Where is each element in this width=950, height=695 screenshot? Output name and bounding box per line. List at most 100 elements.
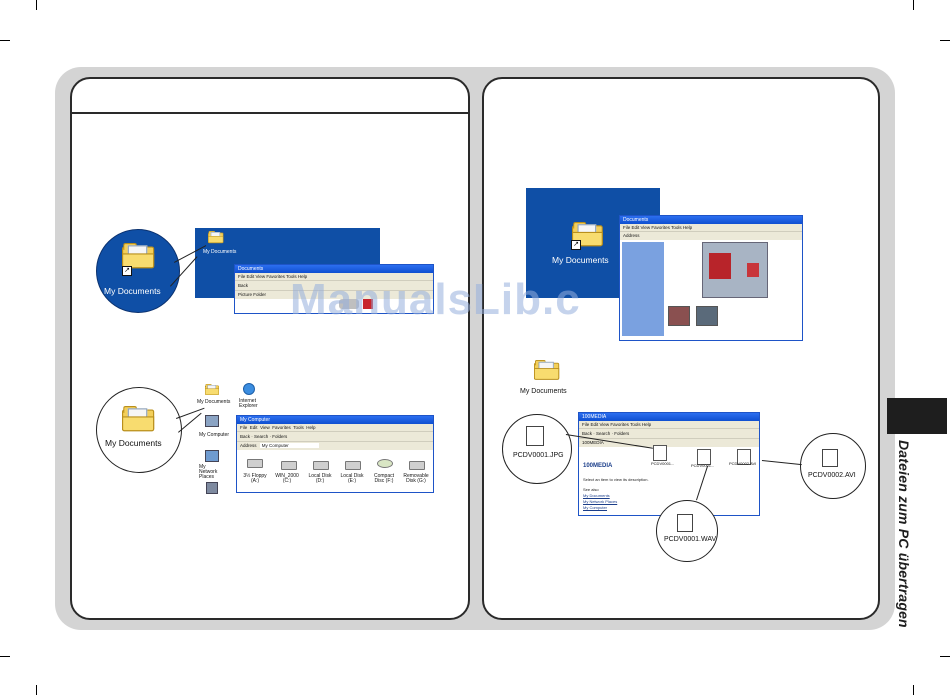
window-menu[interactable]: File Edit View Favorites Tools Help [237,424,433,431]
media-window: 100MEDIA File Edit View Favorites Tools … [578,412,760,516]
window-menu[interactable]: File Edit View Favorites Tools Help [620,224,802,231]
drive-label: Local Disk (D:) [308,473,332,484]
crop-mark [940,40,950,41]
my-documents-icon [122,406,155,432]
menu-edit[interactable]: Edit [249,425,258,430]
zoom-label: My Documents [105,438,162,448]
jpg-file-icon [526,426,544,446]
desktop-icon-label: Internet Explorer [239,398,258,409]
menu-view[interactable]: View [260,425,270,430]
thumbnail[interactable] [668,306,690,326]
hard-drive-icon[interactable] [313,461,329,470]
window-toolbar[interactable]: Back [235,280,433,290]
desktop-label: My Documents [552,255,609,265]
menu-help[interactable]: Help [306,425,316,430]
hard-drive-icon[interactable] [281,461,297,470]
watermark: ManualsLib.c [290,275,581,324]
drive-label: Compact Disc (F:) [373,473,394,484]
task-pane [622,242,664,336]
internet-explorer-icon [243,383,255,395]
window-title: My Computer [237,416,433,424]
window-title: Documents [620,216,802,224]
callout-circle [502,414,572,484]
floppy-drive-icon[interactable] [247,459,263,468]
my-computer-window: My Computer File Edit View Favorites Too… [236,415,434,493]
my-documents-icon [534,360,560,380]
window-toolbar[interactable]: Back · Search · Folders [237,431,433,441]
jpg-file-icon[interactable] [653,445,667,461]
sidebar-link-my-documents[interactable]: My Documents [583,493,610,498]
address-value[interactable]: My Computer [259,443,319,448]
drive-label: WIN_2000 (C:) [275,473,299,484]
window-menu[interactable]: File Edit View Favorites Tools Help [235,273,433,280]
shortcut-arrow-icon: ↗ [571,240,581,250]
sidebar-link-computer[interactable]: My Computer [583,505,608,510]
left-panel-header-rule [72,112,468,114]
my-documents-icon [122,243,155,269]
crop-mark [0,656,10,657]
avi-file-icon [822,449,838,467]
callout-label: PCDV0001.WAV [664,536,717,543]
thumbnail-gray [339,299,359,309]
window-address[interactable]: Picture Folder [235,290,433,299]
wav-file-icon [677,514,693,532]
my-documents-icon [208,231,224,244]
file-label: PCDV0001... [651,461,675,466]
zoom-label: My Documents [104,286,161,296]
window-toolbar[interactable]: Back · Search · Folders [579,428,759,438]
menu-tools[interactable]: Tools [293,425,304,430]
wav-file-icon[interactable] [697,449,711,465]
drive-label: Local Disk (E:) [340,473,364,484]
photo-red-object [747,263,759,277]
documents-window: Documents File Edit View Favorites Tools… [234,264,434,314]
photo-red-object [709,253,731,279]
sidebar-link-network[interactable]: My Network Places [583,499,618,504]
hard-drive-icon[interactable] [345,461,361,470]
crop-mark [940,656,950,657]
file-label: PCDV0001... [691,463,715,468]
window-title: Documents [235,265,433,273]
cd-drive-icon[interactable] [377,459,393,468]
shortcut-arrow-icon: ↗ [122,266,132,276]
avi-file-icon[interactable] [737,449,751,465]
window-menu[interactable]: File Edit View Favorites Tools Help [579,421,759,428]
photo-preview [702,242,768,298]
crop-mark [0,40,10,41]
computer-icon [205,415,219,427]
desktop-icon-label: My Computer [199,432,230,438]
my-documents-icon [205,384,219,395]
desktop-label: My Documents [203,249,237,255]
removable-drive-icon[interactable] [409,461,425,470]
address-bar[interactable]: 100MEDIA [579,438,759,447]
chapter-tab [887,398,947,434]
callout-label: PCDV0001.JPG [513,452,564,459]
sidebar-see-also: See also [583,487,599,492]
network-icon [205,450,219,462]
sidebar-title: 100MEDIA [583,463,613,469]
window-title: 100MEDIA [579,413,759,421]
desktop-icon-label: My Documents [197,399,231,405]
callout-label: PCDV0002.AVI [808,472,856,479]
desktop-label: My Documents [520,388,567,395]
address-bar[interactable]: Address My Computer [237,441,433,450]
recycle-bin-icon [206,482,218,494]
menu-favorites[interactable]: Favorites [272,425,291,430]
zoom-circle [96,229,180,313]
drive-label: Removable Disk (G:) [403,473,429,484]
chapter-title: Dateien zum PC übertragen [896,440,912,628]
crop-mark [36,685,37,695]
crop-mark [913,685,914,695]
address-label: Address [240,443,257,448]
thumbnail[interactable] [696,306,718,326]
left-panel [70,77,470,620]
sidebar-text: Select an item to view its description. [583,477,649,482]
desktop-icon-label: My Network Places [199,464,218,480]
menu-file[interactable]: File [240,425,248,430]
thumbnail-red [363,299,373,309]
drive-label: 3½ Floppy (A:) [243,473,267,484]
file-label: PCDV0002.AVI [729,461,757,466]
documents-window: Documents File Edit View Favorites Tools… [619,215,803,341]
window-address[interactable]: Address [620,231,802,240]
crop-mark [913,0,914,10]
crop-mark [36,0,37,10]
